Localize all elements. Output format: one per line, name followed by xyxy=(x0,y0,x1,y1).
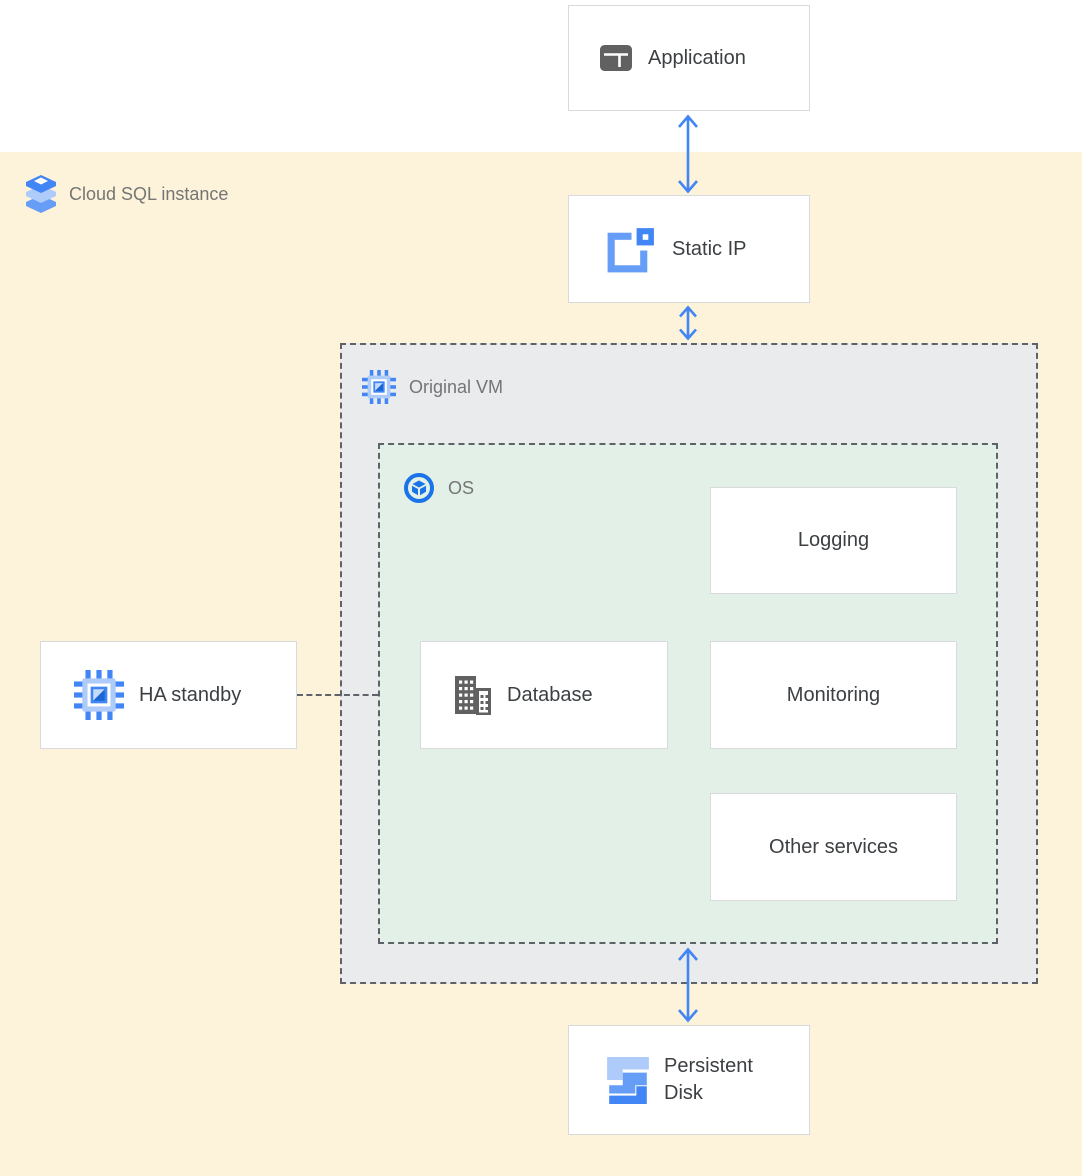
ha-standby-node: HA standby xyxy=(40,641,297,749)
original-vm-label-text: Original VM xyxy=(409,376,504,397)
static-ip-label: Static IP xyxy=(672,237,747,260)
cloud-sql-zone-label-text: Cloud SQL instance xyxy=(69,183,229,204)
other-services-label: Other services xyxy=(769,835,898,858)
database-icon xyxy=(452,675,492,715)
os-label-text: OS xyxy=(448,477,475,498)
database-node: Database xyxy=(420,641,668,749)
cloud-sql-zone-label: Cloud SQL instance xyxy=(26,172,228,216)
persistent-disk-node: Persistent Disk xyxy=(568,1025,810,1135)
compute-engine-icon xyxy=(74,670,124,720)
external-static-ip-icon xyxy=(602,221,659,278)
application-label: Application xyxy=(648,46,746,69)
arrow-application-staticip xyxy=(673,113,703,200)
original-vm-label: Original VM xyxy=(362,368,503,406)
logging-label: Logging xyxy=(797,529,870,551)
static-ip-node: Static IP xyxy=(568,195,810,303)
os-label: OS xyxy=(403,471,474,505)
database-label: Database xyxy=(507,683,593,706)
logging-node: Logging xyxy=(710,487,957,594)
monitoring-node: Monitoring xyxy=(710,641,957,749)
persistent-disk-icon xyxy=(607,1056,649,1104)
ha-standby-dashed-connector xyxy=(297,694,378,696)
os-image-icon xyxy=(403,472,435,504)
cloud-sql-icon xyxy=(26,175,56,213)
app-window-icon xyxy=(599,44,633,72)
other-services-node: Other services xyxy=(710,793,957,901)
monitoring-label: Monitoring xyxy=(786,683,881,706)
arrow-os-persistentdisk xyxy=(673,946,703,1029)
application-node: Application xyxy=(568,5,810,111)
ha-standby-label: HA standby xyxy=(139,683,242,706)
persistent-disk-label: Persistent Disk xyxy=(664,1055,753,1104)
arrow-staticip-vm xyxy=(673,305,703,346)
compute-engine-icon xyxy=(362,370,396,404)
